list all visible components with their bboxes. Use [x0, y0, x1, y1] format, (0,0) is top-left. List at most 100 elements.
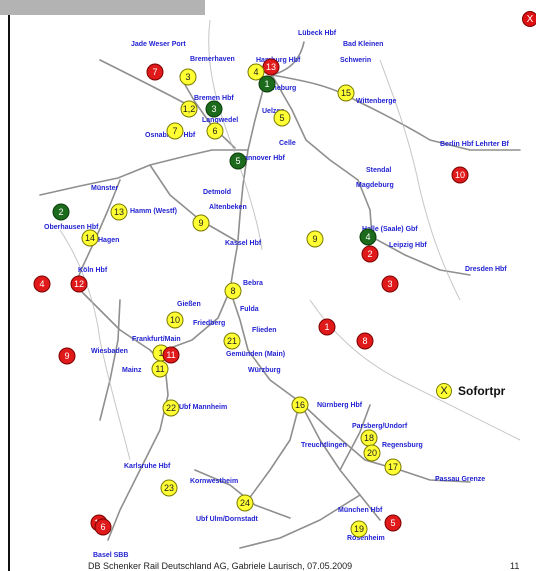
marker-number: 13 — [266, 62, 276, 72]
city-label: Nürnberg Hbf — [317, 402, 363, 409]
marker-number: 5 — [235, 156, 240, 166]
city-label: Wiesbaden — [91, 348, 128, 355]
terminal-marker-green[interactable]: 4 — [359, 228, 377, 246]
terminal-marker-yellow[interactable]: 17 — [384, 458, 402, 476]
terminal-marker-yellow[interactable]: 13 — [110, 203, 128, 221]
terminal-marker-yellow[interactable]: 9 — [192, 214, 210, 232]
terminal-marker-red[interactable]: 5 — [384, 514, 402, 532]
terminal-marker-yellow[interactable]: 16 — [291, 396, 309, 414]
terminal-marker-yellow[interactable]: 10 — [166, 311, 184, 329]
terminal-marker-red[interactable]: 11 — [162, 346, 180, 364]
marker-circle — [52, 203, 70, 221]
terminal-marker-red[interactable]: 2 — [361, 245, 379, 263]
marker-number: 4 — [253, 67, 258, 77]
terminal-marker-yellow[interactable]: 4 — [247, 63, 265, 81]
terminal-marker-yellow[interactable]: 15 — [337, 84, 355, 102]
city-label: Kassel Hbf — [225, 240, 262, 247]
marker-number: 9 — [198, 218, 203, 228]
marker-circle — [192, 214, 210, 232]
terminal-marker-yellow[interactable]: 18 — [360, 429, 378, 447]
city-label: Celle — [279, 140, 296, 147]
marker-number: 7 — [152, 67, 157, 77]
marker-number: 17 — [388, 462, 398, 472]
page-number: 11 — [510, 561, 520, 571]
terminal-marker-yellow[interactable]: 3 — [179, 68, 197, 86]
map-legend: X Sofortpr — [436, 381, 505, 401]
terminal-marker-red[interactable]: 6 — [94, 518, 112, 536]
city-label: Oberhausen Hbf — [44, 224, 99, 231]
marker-number: 23 — [164, 483, 174, 493]
terminal-marker-red[interactable]: 1 — [318, 318, 336, 336]
marker-circle — [306, 230, 324, 248]
terminal-marker-yellow[interactable]: 22 — [162, 399, 180, 417]
terminal-marker-green[interactable]: 2 — [52, 203, 70, 221]
marker-circle — [166, 311, 184, 329]
terminal-marker-yellow[interactable]: 14 — [81, 229, 99, 247]
marker-circle — [363, 444, 381, 462]
terminal-marker-red[interactable]: 10 — [451, 166, 469, 184]
marker-number: 6 — [100, 522, 105, 532]
marker-number: 10 — [170, 315, 180, 325]
marker-circle — [110, 203, 128, 221]
marker-number: 12 — [74, 279, 84, 289]
terminal-marker-yellow[interactable]: 20 — [363, 444, 381, 462]
terminal-marker-yellow[interactable]: 8 — [224, 282, 242, 300]
city-label: Frankfurt/Main — [132, 336, 181, 343]
marker-number: 4 — [39, 279, 44, 289]
city-label: Regensburg — [382, 442, 423, 449]
close-marker-icon: X — [522, 11, 536, 27]
terminal-marker-yellow[interactable]: 11 — [151, 360, 169, 378]
marker-circle — [70, 275, 88, 293]
marker-number: 8 — [362, 336, 367, 346]
terminal-marker-red[interactable]: 13 — [262, 58, 280, 76]
terminal-marker-red[interactable]: 9 — [58, 347, 76, 365]
city-label: Friedberg — [193, 320, 225, 327]
city-label: Stendal — [366, 167, 391, 174]
marker-number: 11 — [166, 350, 175, 360]
terminal-marker-red[interactable]: 4 — [33, 275, 51, 293]
marker-number: 3 — [185, 72, 190, 82]
city-label: Karlsruhe Hbf — [124, 463, 171, 470]
terminal-marker-red[interactable]: 8 — [356, 332, 374, 350]
city-label: Kornwestheim — [190, 478, 238, 485]
city-label: Berlin Hbf Lehrter Bf — [440, 141, 510, 148]
city-label: Rosenheim — [347, 535, 385, 542]
terminal-marker-green[interactable]: 3 — [205, 100, 223, 118]
marker-circle — [359, 228, 377, 246]
marker-circle — [384, 514, 402, 532]
city-label: Leipzig Hbf — [389, 242, 427, 249]
city-label: München Hbf — [338, 507, 383, 514]
marker-number: 15 — [341, 88, 351, 98]
terminal-marker-red[interactable]: 3 — [381, 275, 399, 293]
city-label: Bebra — [243, 280, 263, 287]
terminal-marker-yellow[interactable]: 7 — [166, 122, 184, 140]
marker-circle — [94, 518, 112, 536]
marker-number: 1,2 — [183, 104, 196, 114]
terminal-marker-yellow[interactable]: 21 — [223, 332, 241, 350]
terminal-marker-red[interactable]: 12 — [70, 275, 88, 293]
city-label: Bremerhaven — [190, 56, 235, 63]
terminal-marker-yellow[interactable]: 1,2 — [180, 100, 198, 118]
marker-number: 10 — [455, 170, 465, 180]
terminal-marker-red[interactable]: 7 — [146, 63, 164, 81]
marker-circle — [179, 68, 197, 86]
terminal-marker-yellow[interactable]: 6 — [206, 122, 224, 140]
marker-circle — [258, 75, 276, 93]
terminal-marker-yellow[interactable]: 23 — [160, 479, 178, 497]
terminal-marker-green[interactable]: 5 — [229, 152, 247, 170]
terminal-marker-yellow[interactable]: 5 — [273, 109, 291, 127]
terminal-marker-yellow[interactable]: 19 — [350, 520, 368, 538]
marker-number: 7 — [172, 126, 177, 136]
marker-number: 22 — [166, 403, 176, 413]
terminal-marker-green[interactable]: 1 — [258, 75, 276, 93]
terminal-marker-yellow[interactable]: 9 — [306, 230, 324, 248]
terminal-marker-yellow[interactable]: 24 — [236, 494, 254, 512]
marker-number: 1 — [264, 79, 269, 89]
marker-number: 2 — [58, 207, 63, 217]
city-label: Treuchtlingen — [301, 442, 347, 449]
city-label: Basel SBB — [93, 552, 128, 559]
marker-circle — [356, 332, 374, 350]
marker-number: 5 — [279, 113, 284, 123]
